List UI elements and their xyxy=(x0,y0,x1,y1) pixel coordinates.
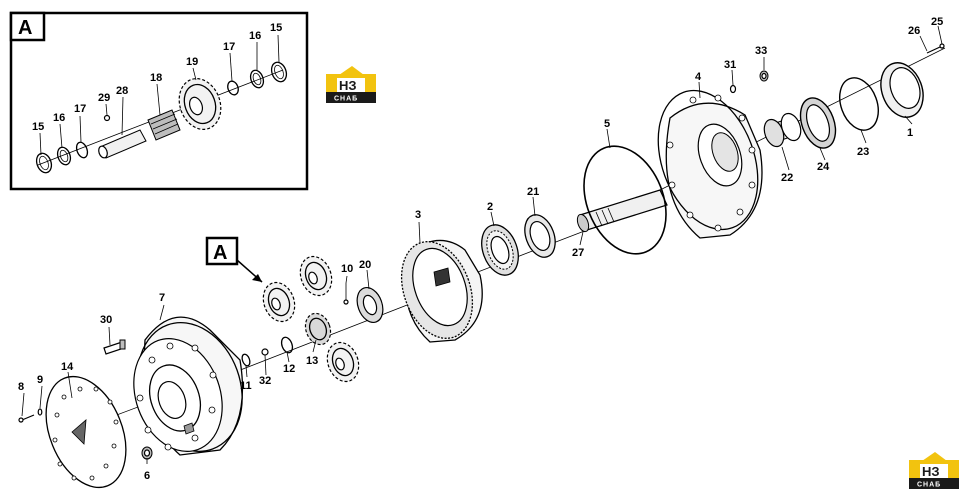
cover-plate-14 xyxy=(45,375,127,489)
inset-label-16-right: 16 xyxy=(249,30,261,42)
callout-label: A xyxy=(213,242,227,264)
inset-ring-16-left-inner xyxy=(59,149,69,163)
label-23: 23 xyxy=(857,146,869,158)
logo-top-text: НЗ xyxy=(339,78,357,93)
inset-detail-a: A xyxy=(9,11,309,191)
shaft-27 xyxy=(576,189,668,233)
inset-label-28: 28 xyxy=(116,85,128,97)
inset-ring-15-right xyxy=(270,61,288,83)
bolt-8 xyxy=(18,414,35,423)
inset-ring-16-right xyxy=(249,69,265,89)
label-21: 21 xyxy=(527,186,539,198)
cover-1 xyxy=(880,62,924,118)
washer-31 xyxy=(729,84,737,94)
inset-gear-19 xyxy=(178,78,222,130)
label-25: 25 xyxy=(931,16,943,28)
inset-label-19: 19 xyxy=(186,56,198,68)
washer-12 xyxy=(280,336,294,354)
bearing-21 xyxy=(524,214,556,258)
inset-label-box xyxy=(9,11,46,42)
inset-label-29: 29 xyxy=(98,92,110,104)
o-ring-5 xyxy=(583,145,667,255)
thrust-washer-20 xyxy=(356,286,384,324)
label-12: 12 xyxy=(283,363,295,375)
brand-logo-bottom: НЗ СНАБ xyxy=(909,452,959,489)
inset-pin-28-end xyxy=(98,145,108,159)
label-9: 9 xyxy=(37,374,43,386)
warning-triangle-icon xyxy=(71,419,87,445)
label-31: 31 xyxy=(724,59,736,71)
brand-logo-top: НЗ СНАБ xyxy=(326,66,376,103)
label-30: 30 xyxy=(100,314,112,326)
label-6: 6 xyxy=(144,470,150,482)
inset-label-16-left: 16 xyxy=(53,112,65,124)
logo-window xyxy=(337,78,365,92)
label-24: 24 xyxy=(817,161,830,173)
label-8: 8 xyxy=(18,381,24,393)
label-22: 22 xyxy=(781,172,793,184)
logo2-top-text: НЗ xyxy=(922,464,940,479)
inset-label-15-right: 15 xyxy=(270,22,282,34)
label-10: 10 xyxy=(341,263,353,275)
inset-label-18: 18 xyxy=(150,72,162,84)
logo-bottom-text: СНАБ xyxy=(334,96,358,103)
logo2-bottom-text: СНАБ xyxy=(917,482,941,489)
label-27: 27 xyxy=(572,247,584,259)
ring-gear-3 xyxy=(400,239,483,343)
pin-10 xyxy=(343,283,349,305)
label-1: 1 xyxy=(907,127,913,139)
ring-11 xyxy=(241,353,251,367)
inset-ring-16-right-inner xyxy=(252,72,262,86)
inset-ball-29 xyxy=(103,114,111,122)
inset-frame xyxy=(9,11,309,191)
o-ring-23 xyxy=(839,77,879,131)
inset-needle-bearing-18 xyxy=(147,109,181,141)
plug-6 xyxy=(141,446,153,460)
label-4: 4 xyxy=(695,71,702,83)
label-20: 20 xyxy=(359,259,371,271)
sun-gear-13 xyxy=(304,312,332,346)
inset-label-15-left: 15 xyxy=(32,121,44,133)
planet-gear-upper xyxy=(262,281,296,323)
label-3: 3 xyxy=(415,209,421,221)
inset-ring-17-left xyxy=(75,141,89,159)
seal-22 xyxy=(763,112,802,148)
label-32: 32 xyxy=(259,375,271,387)
bolt-26-25 xyxy=(926,43,945,54)
label-7: 7 xyxy=(159,292,165,304)
main-leader-lines xyxy=(21,25,943,464)
plug-33 xyxy=(759,70,769,82)
ball-32 xyxy=(261,348,269,356)
plug-30 xyxy=(103,339,126,355)
washer-9 xyxy=(37,408,43,416)
label-11: 11 xyxy=(240,380,252,392)
label-5: 5 xyxy=(604,118,610,130)
inset-ring-16-left xyxy=(56,146,72,166)
hub-4 xyxy=(657,89,763,239)
label-26: 26 xyxy=(908,25,920,37)
planet-gear-lower xyxy=(326,341,360,383)
bearing-2 xyxy=(481,224,519,276)
inset-label: A xyxy=(18,17,32,39)
seal-24 xyxy=(799,97,837,149)
inset-ring-15-left-inner xyxy=(39,155,49,171)
inset-label-17-right: 17 xyxy=(223,41,235,53)
label-13: 13 xyxy=(306,355,318,367)
inset-ring-15-right-inner xyxy=(274,64,284,80)
planet-carrier-housing-7 xyxy=(133,316,244,456)
label-2: 2 xyxy=(487,201,493,213)
logo2-band xyxy=(909,478,959,489)
label-33: 33 xyxy=(755,45,767,57)
logo-band xyxy=(326,92,376,103)
label-14: 14 xyxy=(61,361,74,373)
inset-ring-17-right xyxy=(227,80,239,96)
inset-leader-lines xyxy=(39,34,280,156)
callout-a: A xyxy=(205,236,263,283)
logo2-window xyxy=(920,464,948,478)
planet-gear-top xyxy=(299,255,333,297)
inset-label-17-left: 17 xyxy=(74,103,86,115)
